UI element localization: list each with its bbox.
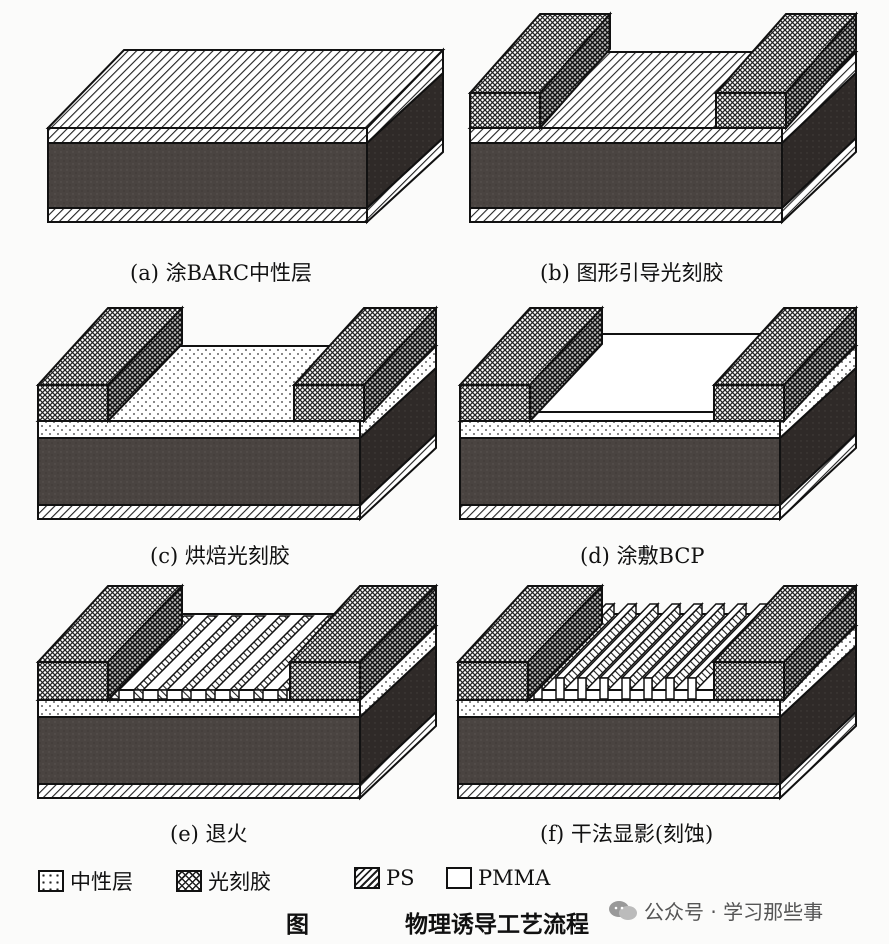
- ps-swatch: [354, 867, 380, 889]
- caption-b: (b) 图形引导光刻胶: [540, 261, 724, 285]
- figure-label: 图: [286, 911, 309, 938]
- ps-stripe-front: [157, 689, 168, 700]
- ps-stripe-front: [181, 689, 192, 700]
- caption-e: (e) 退火: [170, 822, 248, 846]
- ps-line-front: [621, 677, 631, 700]
- ps-stripe-front: [277, 689, 288, 700]
- legend-ps-label: PS: [386, 866, 415, 890]
- legend-neutral-label: 中性层: [70, 870, 133, 894]
- panel-c: [35, 305, 439, 522]
- legend-ps: PS: [354, 866, 415, 890]
- panel-b: [467, 11, 859, 225]
- watermark: 公众号 · 学习那些事: [608, 896, 823, 925]
- legend-pmma-label: PMMA: [478, 866, 551, 890]
- legend-neutral: 中性层: [38, 866, 133, 896]
- neutral-layer-swatch: [38, 870, 64, 892]
- ps-line-front: [599, 677, 609, 700]
- pmma-swatch: [446, 867, 472, 889]
- ps-stripe-front: [229, 689, 240, 700]
- panel-a: [45, 47, 446, 225]
- caption-f: (f) 干法显影(刻蚀): [540, 822, 714, 846]
- ps-line-front: [577, 677, 587, 700]
- ps-stripe-front: [133, 689, 144, 700]
- panel-e: [35, 583, 439, 801]
- legend-pmma: PMMA: [446, 866, 550, 890]
- ps-stripe-front: [253, 689, 264, 700]
- panel-d: [457, 305, 859, 522]
- ps-line-front: [687, 677, 697, 700]
- ps-line-front: [665, 677, 675, 700]
- ps-line-front: [643, 677, 653, 700]
- wechat-icon: [609, 900, 637, 920]
- photoresist-swatch: [176, 870, 202, 892]
- ps-line-front: [555, 677, 565, 700]
- ps-stripe-front: [205, 689, 216, 700]
- figure-title: 物理诱导工艺流程: [405, 911, 589, 938]
- panel-f: [455, 583, 859, 801]
- watermark-text: 公众号 · 学习那些事: [644, 900, 824, 924]
- caption-a: (a) 涂BARC中性层: [130, 261, 313, 285]
- caption-d: (d) 涂敷BCP: [580, 544, 705, 568]
- legend-resist: 光刻胶: [176, 866, 271, 896]
- legend-resist-label: 光刻胶: [208, 870, 271, 894]
- caption-c: (c) 烘焙光刻胶: [150, 544, 290, 568]
